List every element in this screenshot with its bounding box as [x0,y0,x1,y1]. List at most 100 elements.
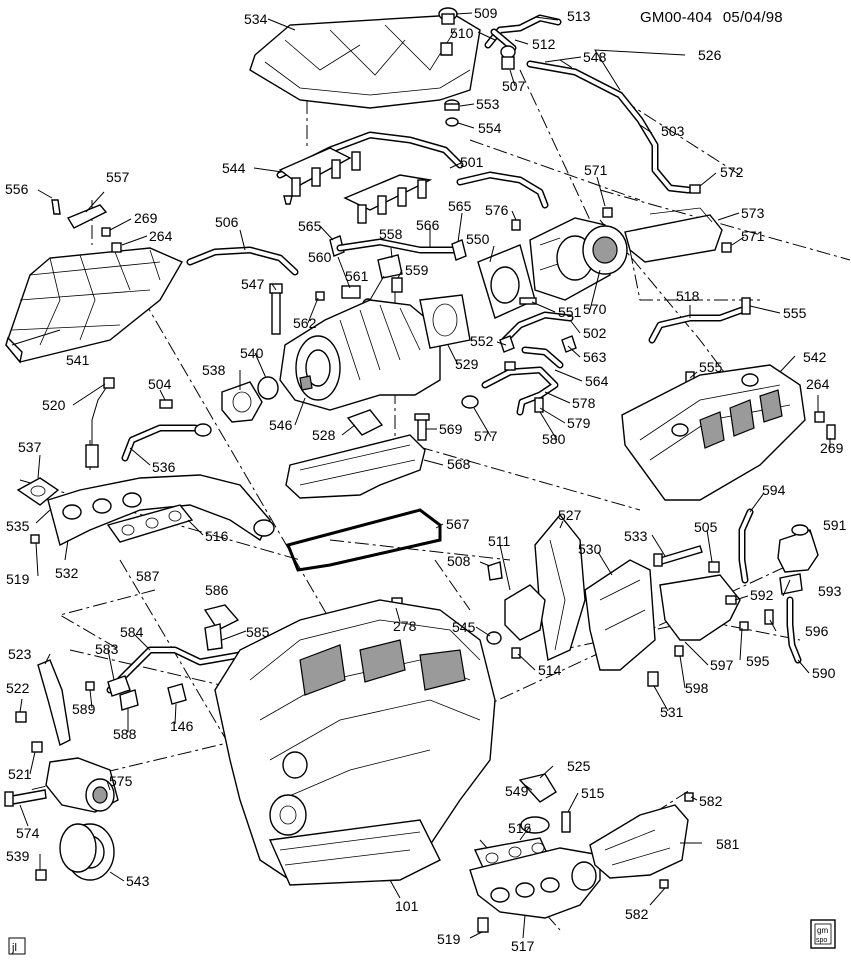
label-536: 536 [152,459,176,475]
label-516a: 516 [205,528,229,544]
egr-pipe-578 [461,361,559,416]
engine-cover-534 [249,7,481,109]
bracket-511 [487,561,546,641]
label-555b: 555 [699,359,723,375]
bolt-539 [35,869,47,881]
belt-tensioner-575 [45,757,119,813]
leader-lines [11,12,831,939]
label-523: 523 [8,646,32,662]
exhaust-manifold-532 [47,474,275,547]
label-563: 563 [583,349,607,365]
label-582a: 582 [699,793,723,809]
label-584: 584 [120,624,144,640]
label-519b: 519 [437,931,461,947]
drawing-date: 05/04/98 [722,9,783,26]
air-duct-506 [186,246,299,276]
label-504: 504 [148,376,172,392]
bolt-519-left [30,534,40,544]
air-cleaner-bracket-557 [51,199,108,229]
thermostat-525 [518,773,571,834]
label-505: 505 [694,519,718,535]
bolt-533 [653,545,720,573]
logo-spo-text: spo [816,937,827,944]
label-509: 509 [474,5,498,21]
label-583: 583 [95,641,119,657]
label-569: 569 [439,421,463,437]
fuel-rail-brackets-565 [329,235,467,279]
label-564: 564 [585,373,609,389]
label-596: 596 [805,623,829,639]
label-551: 551 [558,304,582,320]
label-556: 556 [5,181,29,197]
bolt-571 [602,207,732,253]
bolt-504 [159,399,173,409]
label-512: 512 [532,36,556,52]
label-560: 560 [308,249,332,265]
corner-mark-left-text: jl [11,942,17,954]
label-549: 549 [505,783,529,799]
label-593: 593 [818,583,842,599]
label-550: 550 [466,231,490,247]
label-542: 542 [803,349,827,365]
label-101: 101 [395,898,419,914]
label-545: 545 [452,619,476,635]
tensioner-bracket-523 [15,659,71,753]
label-567: 567 [446,516,470,532]
label-506: 506 [215,214,239,230]
label-535: 535 [6,518,30,534]
label-588: 588 [113,726,137,742]
label-598: 598 [685,680,709,696]
bolt-519-bottom [477,917,489,933]
throttle-bracket-573 [624,207,723,263]
bolt-574 [4,789,47,807]
drawing-id: GM00-404 05/04/98 [640,9,783,26]
label-589: 589 [72,701,96,717]
label-537: 537 [18,439,42,455]
label-518: 518 [676,288,700,304]
label-580: 580 [542,431,566,447]
bracket-592 [659,574,749,657]
air-cleaner-541 [5,247,183,364]
label-508: 508 [447,553,471,569]
label-557: 557 [106,169,130,185]
label-529: 529 [455,356,479,372]
label-264b: 264 [806,376,830,392]
intake-gasket-528 [346,409,384,436]
label-538: 538 [202,362,226,378]
label-565a: 565 [298,218,322,234]
label-502: 502 [583,325,607,341]
label-543: 543 [126,873,150,889]
label-531: 531 [660,704,684,720]
pulley-543 [59,823,115,881]
label-570: 570 [583,301,607,317]
bolt-569 [414,413,430,441]
throttle-gasket-529 [419,294,471,349]
pcv-hose-513 [484,14,562,70]
corner-mark-left: jl [8,937,26,955]
label-591: 591 [823,517,847,533]
label-579: 579 [567,415,591,431]
label-501: 501 [460,154,484,170]
label-507: 507 [502,78,526,94]
label-278: 278 [393,618,417,634]
label-558: 558 [379,226,403,242]
label-146: 146 [170,718,194,734]
heat-shield-581 [589,792,694,889]
label-534: 534 [244,11,268,27]
label-581: 581 [716,836,740,852]
bracket-530 [584,559,656,671]
label-559: 559 [405,262,429,278]
reservoir-591 [777,524,819,573]
label-510: 510 [450,25,474,41]
label-511: 511 [488,533,511,549]
egr-tube-536 [121,423,212,462]
bolt-531 [647,671,659,687]
oil-pan-gasket-567 [285,508,442,572]
label-541: 541 [66,352,90,368]
label-515: 515 [581,785,605,801]
bolt-264-right [814,411,836,440]
throttle-body-550 [477,244,537,319]
label-540: 540 [240,345,264,361]
